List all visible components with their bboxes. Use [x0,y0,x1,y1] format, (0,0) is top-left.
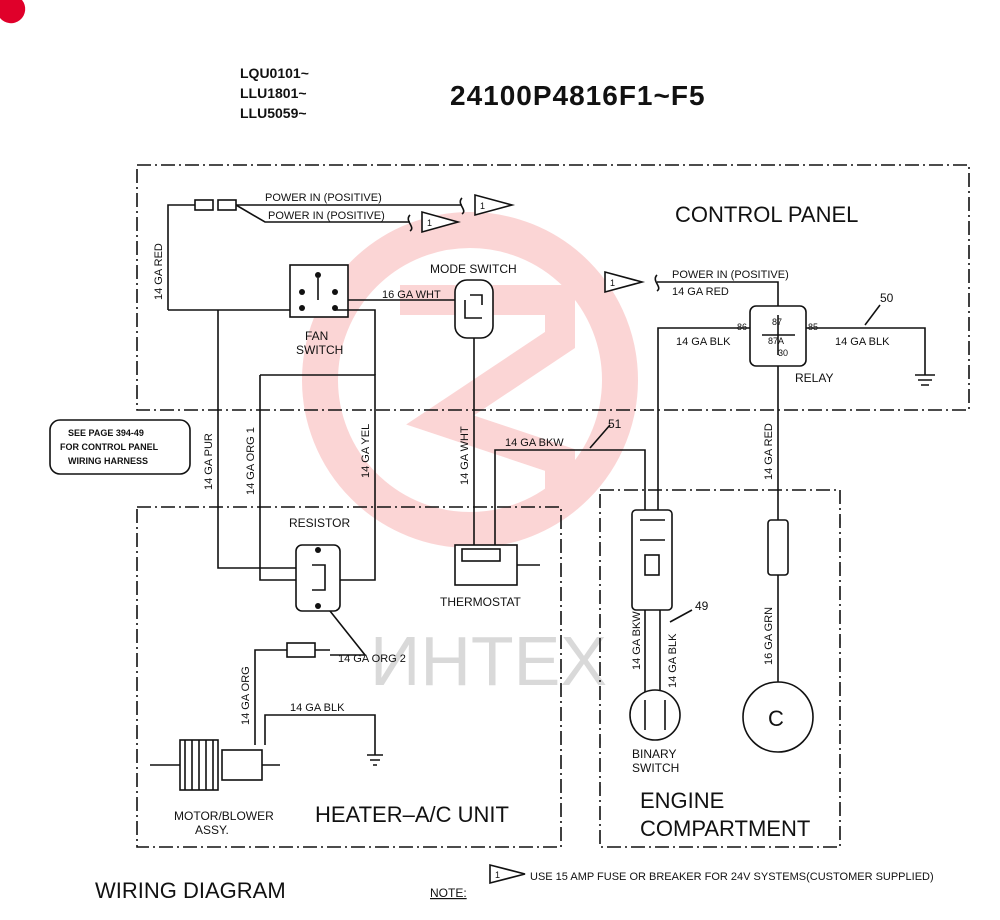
motor-label-1: MOTOR/BLOWER [174,809,274,823]
corner-mark [0,0,26,24]
binary-switch-connector [631,509,673,700]
heater-unit-title: HEATER–A/C UNIT [315,802,509,827]
compressor-connector [767,519,789,682]
org-wire [254,649,275,745]
fuse-marker-3-text: 1 [610,278,615,288]
blk-motor-label: 14 GA BLK [290,702,345,714]
wht16-label: 16 GA WHT [382,289,441,301]
note-label: NOTE: [430,886,467,900]
red-top-label: 14 GA RED [672,286,729,298]
binary-switch [629,689,681,741]
blk-relay-left-wire [657,327,750,510]
blk-relay-right-wire [806,327,926,375]
compressor-label: C [768,706,784,731]
part-number: 24100P4816F1~F5 [450,80,706,111]
harness-callout [49,419,191,475]
org2-label: 14 GA ORG 2 [338,653,406,665]
relay-pin-30: 30 [778,348,788,358]
power-in-3-label: POWER IN (POSITIVE) [672,269,789,281]
fan-switch-label-2: SWITCH [296,343,343,357]
fuse-marker-3 [604,270,646,294]
thermostat [454,544,540,586]
fuse-marker-note [489,863,526,885]
resistor-label: RESISTOR [289,516,350,530]
org1-label: 14 GA ORG 1 [245,427,257,495]
power-in-2-label: POWER IN (POSITIVE) [268,210,385,222]
fuse-marker-note-text: 1 [495,870,500,880]
grn-label: 16 GA GRN [763,607,775,665]
red-vert-label: 14 GA RED [763,423,775,480]
org-label: 14 GA ORG [240,666,252,725]
binary-label-2: SWITCH [632,761,679,775]
engine-title-line2: COMPARTMENT [640,816,810,841]
motor-blower [150,739,280,791]
ref-49: 49 [695,599,709,613]
mode-switch [454,279,494,339]
motor-connector [275,642,330,658]
watermark-text: ИНТЕХ [370,622,607,700]
fuse-marker-1-text: 1 [480,201,485,211]
model-1: LQU0101~ [240,65,309,81]
mode-switch-label: MODE SWITCH [430,262,517,276]
blk-motor-wire [264,714,376,755]
fuse-holder-2 [217,199,237,211]
org1-wire [260,374,376,581]
relay-pin-85: 85 [808,322,818,332]
fuse-marker-1 [474,193,516,217]
blk-binary-label: 14 GA BLK [667,633,679,688]
callout-line-3: WIRING HARNESS [68,456,148,466]
relay-pin-87a: 87A [768,336,784,346]
wiring-diagram-title: WIRING DIAGRAM [95,878,286,903]
control-panel-title: CONTROL PANEL [675,202,858,227]
binary-label-1: BINARY [632,747,676,761]
bkw-binary-label: 14 GA BKW [631,611,643,670]
power-in-3-wire [657,281,779,306]
power-in-1-label: POWER IN (POSITIVE) [265,192,382,204]
compressor [742,681,814,753]
fan-switch [289,264,349,318]
org2-wire [329,610,367,656]
fuse-holder-1 [194,199,214,211]
callout-line-1: SEE PAGE 394-49 [68,428,144,438]
ref-51: 51 [608,417,622,431]
engine-title-line1: ENGINE [640,788,724,813]
bkw-thermo-label: 14 GA BKW [505,437,564,449]
motor-label-2: ASSY. [195,823,229,837]
power-in-wires: 1 1 POWER IN (POSITIVE) POWER IN (POSITI… [167,192,516,310]
model-3: LLU5059~ [240,105,307,121]
relay-label: RELAY [795,371,833,385]
yel-label: 14 GA YEL [360,424,372,478]
bkw-thermo-wire [494,449,646,545]
ref-50: 50 [880,291,894,305]
fuse-marker-2-text: 1 [427,218,432,228]
relay-pin-87: 87 [772,317,782,327]
relay-pin-86: 86 [737,322,747,332]
fan-switch-label-1: FAN [305,329,328,343]
thermostat-label: THERMOSTAT [440,595,522,609]
model-2: LLU1801~ [240,85,307,101]
fuse-marker-2 [421,210,461,234]
red-left-label: 14 GA RED [153,243,165,300]
ground-symbol-relay [915,374,935,386]
callout-line-2: FOR CONTROL PANEL [60,442,159,452]
pur-label: 14 GA PUR [203,433,215,490]
control-panel-frame [136,164,970,411]
resistor [295,544,341,612]
engine-compartment-frame [599,489,841,848]
blk-relay-right-label: 14 GA BLK [835,336,890,348]
note-text: USE 15 AMP FUSE OR BREAKER FOR 24V SYSTE… [530,871,934,883]
pur-wire [217,310,300,569]
wht14-label: 14 GA WHT [459,426,471,485]
blk-relay-left-label: 14 GA BLK [676,336,731,348]
ground-symbol-motor [367,754,383,766]
watermark-logo [302,212,638,548]
heater-unit-frame [136,506,562,848]
